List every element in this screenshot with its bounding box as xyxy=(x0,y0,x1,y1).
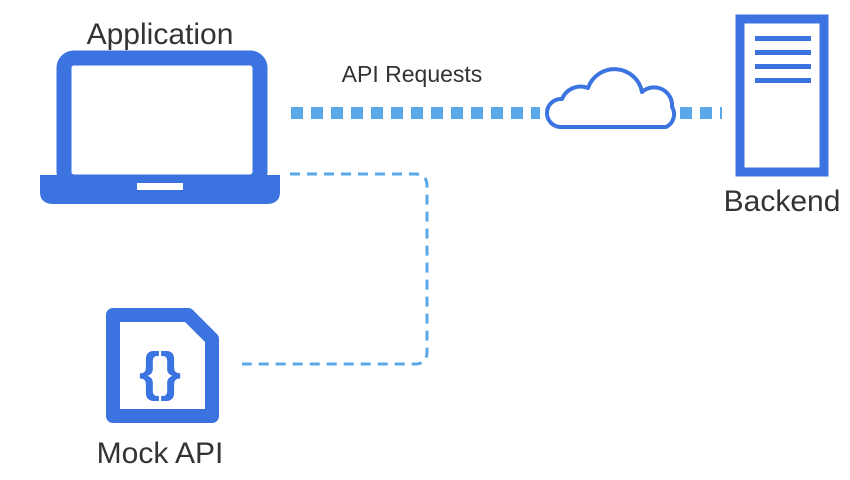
server-icon xyxy=(735,14,829,177)
api-requests-label: API Requests xyxy=(342,61,483,87)
mock-api-label: Mock API xyxy=(97,437,224,470)
laptop-icon xyxy=(40,50,280,204)
json-file-icon: {} xyxy=(106,308,219,423)
backend-label: Backend xyxy=(724,185,841,218)
cloud-icon xyxy=(544,67,677,129)
application-label: Application xyxy=(87,18,234,51)
json-braces-glyph: {} xyxy=(139,342,181,402)
mock-api-connector xyxy=(242,172,429,366)
